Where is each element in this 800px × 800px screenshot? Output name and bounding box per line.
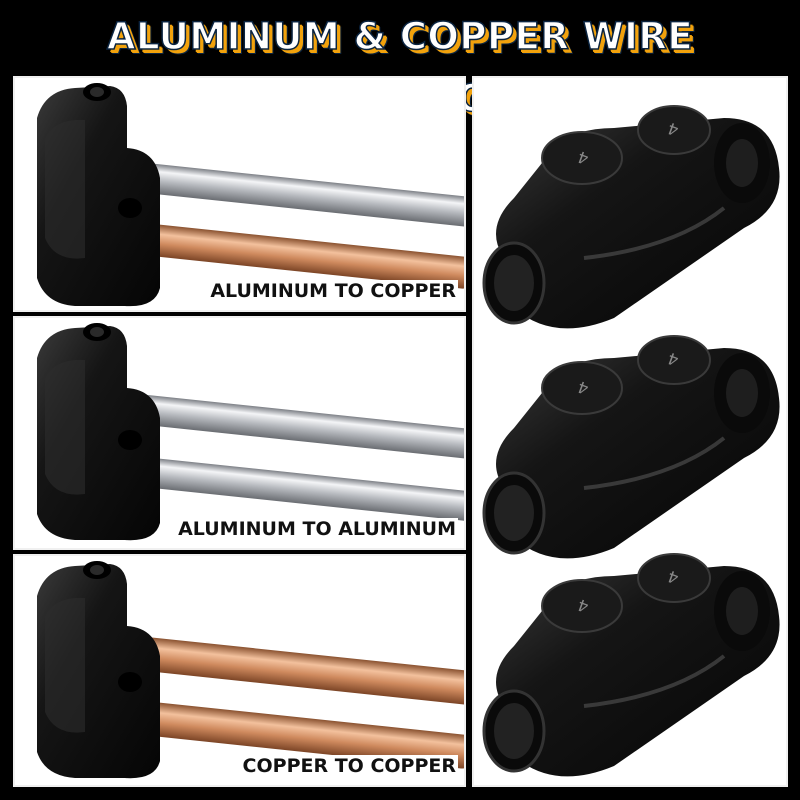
- connector-copper-copper-illustration: [37, 561, 464, 779]
- connector-3: 4 4: [482, 553, 780, 777]
- panel-label: ALUMINUM TO ALUMINUM: [176, 518, 458, 540]
- panel-label: ALUMINUM TO COPPER: [208, 280, 458, 302]
- insulated-connectors-illustration: 4 4 4 4: [482, 105, 780, 777]
- panel-connectors: 4 4 4 4: [472, 76, 788, 787]
- panel-copper-to-copper: COPPER TO COPPER: [13, 554, 466, 787]
- panel-aluminum-to-aluminum: ALUMINUM TO ALUMINUM: [13, 316, 466, 550]
- connector-2: 4 4: [482, 335, 780, 559]
- page-title: ALUMINUM & COPPER WIRE CONNECTORS: [106, 14, 694, 121]
- connector-aluminum-aluminum-illustration: [37, 323, 464, 541]
- connector-1: 4 4: [482, 105, 780, 329]
- panel-aluminum-to-copper: ALUMINUM TO COPPER: [13, 76, 466, 312]
- panel-label: COPPER TO COPPER: [240, 755, 458, 777]
- connector-aluminum-copper-illustration: [37, 83, 464, 307]
